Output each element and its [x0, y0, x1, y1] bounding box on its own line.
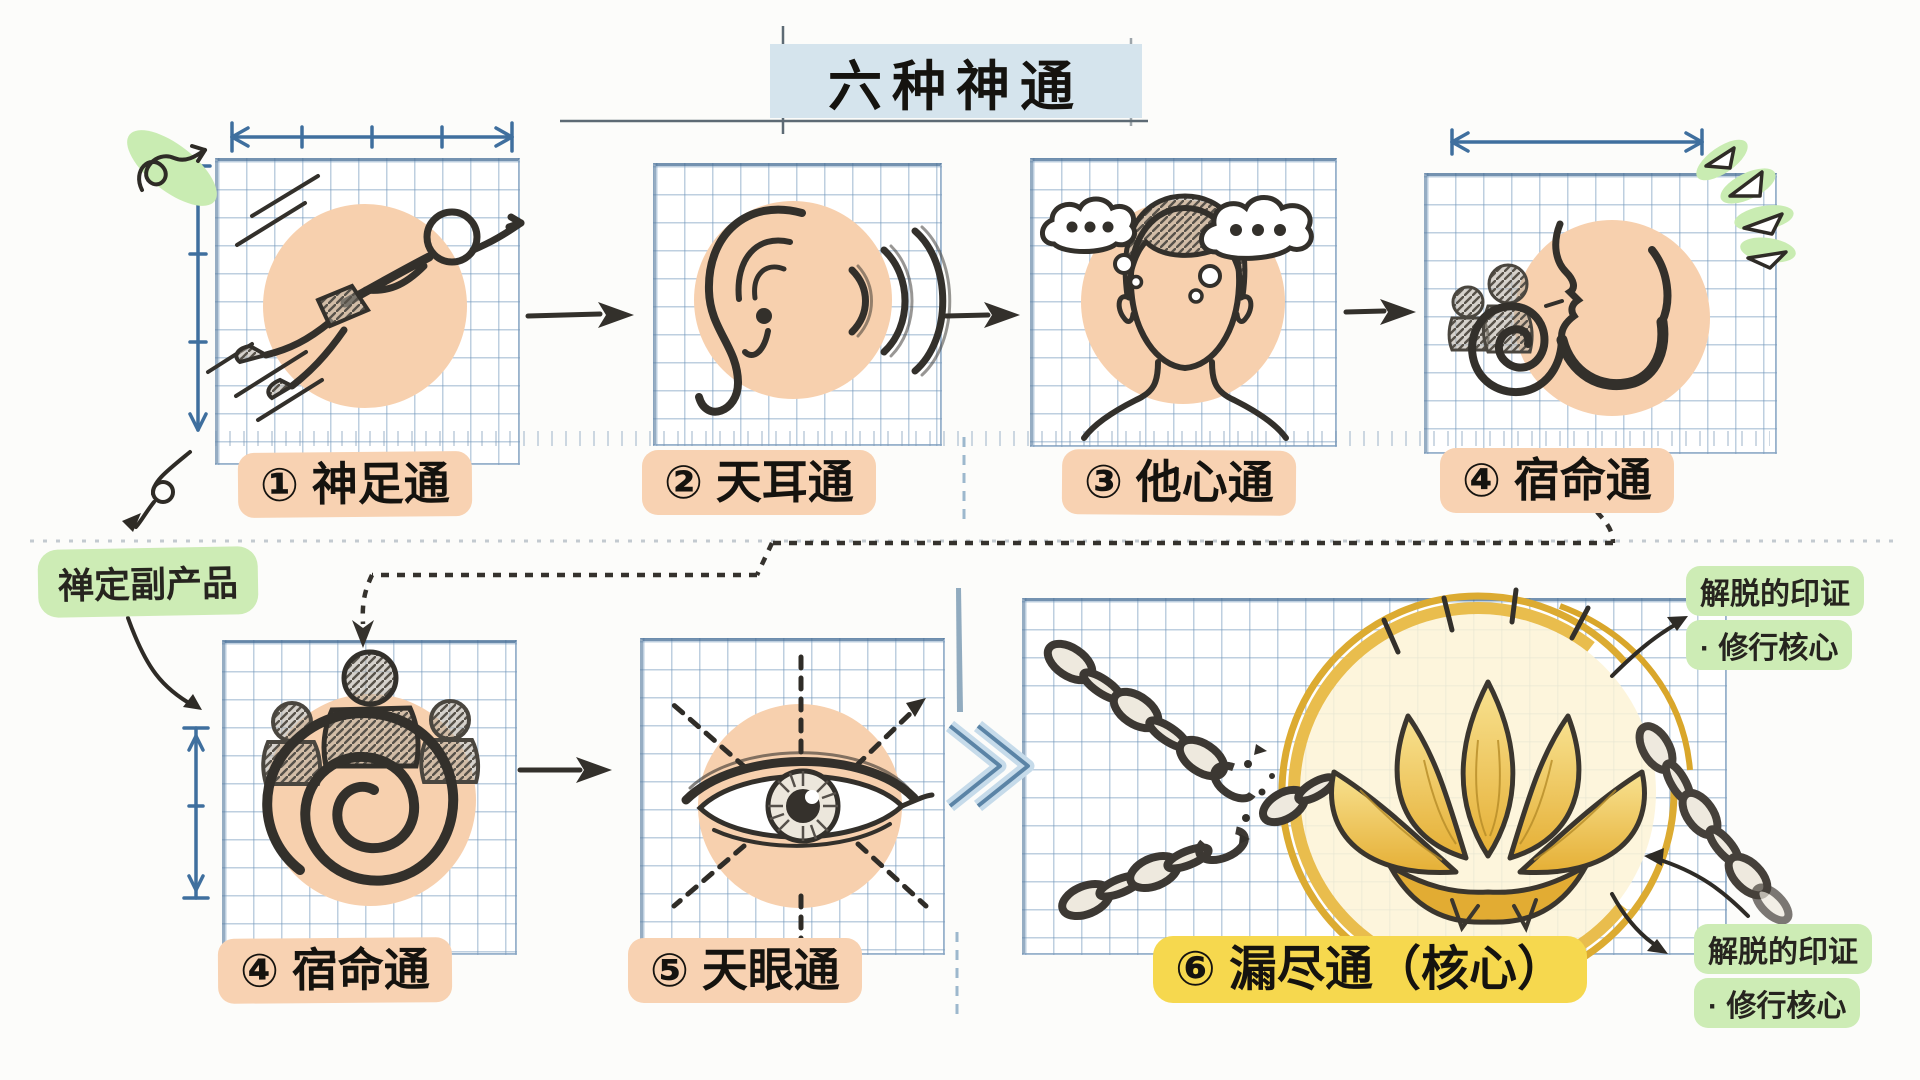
panel-grid-ear [653, 163, 942, 446]
panel-grid-eye [640, 638, 945, 955]
panel-grid-flying-person [215, 158, 520, 465]
liberation-seal-line1: 解脱的印证 [1686, 566, 1864, 616]
label-meditation-byproduct: 禅定副产品 [37, 546, 259, 618]
squiggle-doodle-icon [127, 130, 217, 206]
label-tianyantong: ⑤ 天眼通 [628, 938, 862, 1003]
page-title: 六种神通 [770, 44, 1142, 118]
label-sumingtong-top: ④ 宿命通 [1440, 448, 1674, 513]
panel-grid-spiral-face [1424, 173, 1777, 454]
liberation-seal-line2: · 修行核心 [1694, 978, 1861, 1028]
label-tianertong: ② 天耳通 [642, 450, 876, 515]
ruler-ticks [215, 431, 1770, 446]
label-sumingtong-bottom: ④ 宿命通 [217, 937, 452, 1004]
liberation-seal-line1: 解脱的印证 [1694, 924, 1872, 974]
label-liberation-seal-top: 解脱的印证 · 修行核心 [1686, 566, 1864, 670]
label-liberation-seal-bottom: 解脱的印证 · 修行核心 [1694, 924, 1872, 1028]
panel-grid-ancestors [222, 640, 517, 955]
label-shenzutong: ① 神足通 [237, 450, 473, 518]
label-taxintong: ③ 他心通 [1061, 449, 1296, 516]
panel-grid-lotus [1022, 598, 1727, 955]
panel-grid-head [1030, 158, 1337, 447]
fast-forward-chevron-icon [945, 588, 1035, 812]
liberation-seal-line2: · 修行核心 [1686, 620, 1853, 670]
label-loujintong-core: ⑥ 漏尽通（核心） [1153, 936, 1587, 1004]
